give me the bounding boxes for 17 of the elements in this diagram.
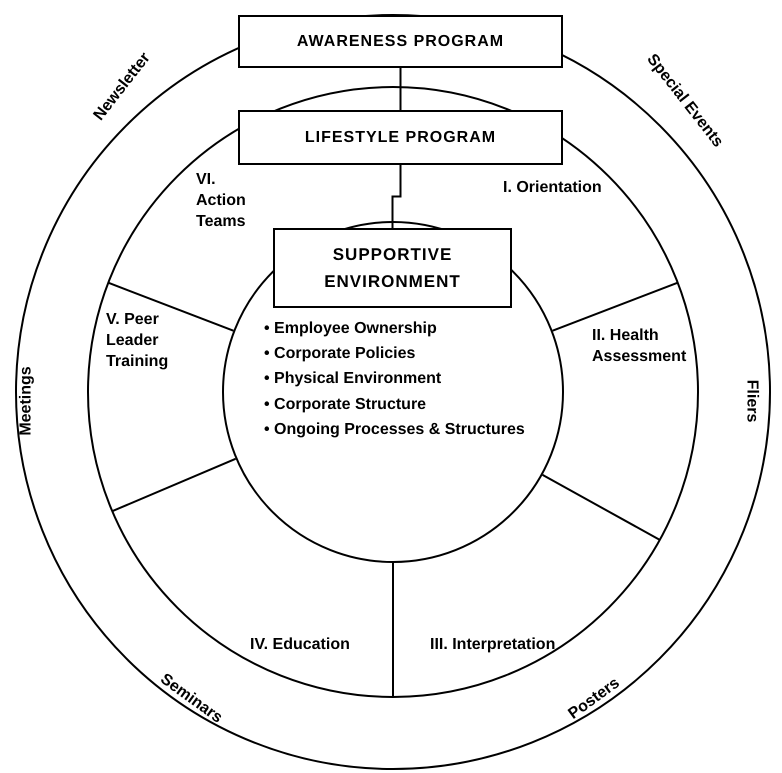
bullet-text: • Physical Environment: [264, 369, 442, 389]
ring-label: Fliers: [742, 380, 760, 422]
connector-line: [400, 68, 402, 110]
bullet-text: • Corporate Policies: [264, 344, 416, 364]
bullet-text: • Ongoing Processes & Structures: [264, 420, 526, 439]
bullet-text: • Employee Ownership: [264, 319, 438, 338]
segment-label: III. Interpretation: [430, 635, 556, 655]
segment-label: IV. Education: [250, 635, 351, 655]
segment-label: II. Health Assessment: [592, 326, 688, 367]
program-box: AWARENESS PROGRAM: [238, 15, 563, 68]
segment-label: V. Peer Leader Training: [106, 310, 170, 372]
bullet-text: • Corporate Structure: [264, 394, 428, 414]
ring-label: Meetings: [18, 366, 36, 436]
segment-label: I. Orientation: [503, 178, 603, 198]
connector-line: [392, 165, 402, 228]
segment-label: VI. Action Teams: [196, 170, 247, 232]
program-box: LIFESTYLE PROGRAM: [238, 110, 563, 165]
